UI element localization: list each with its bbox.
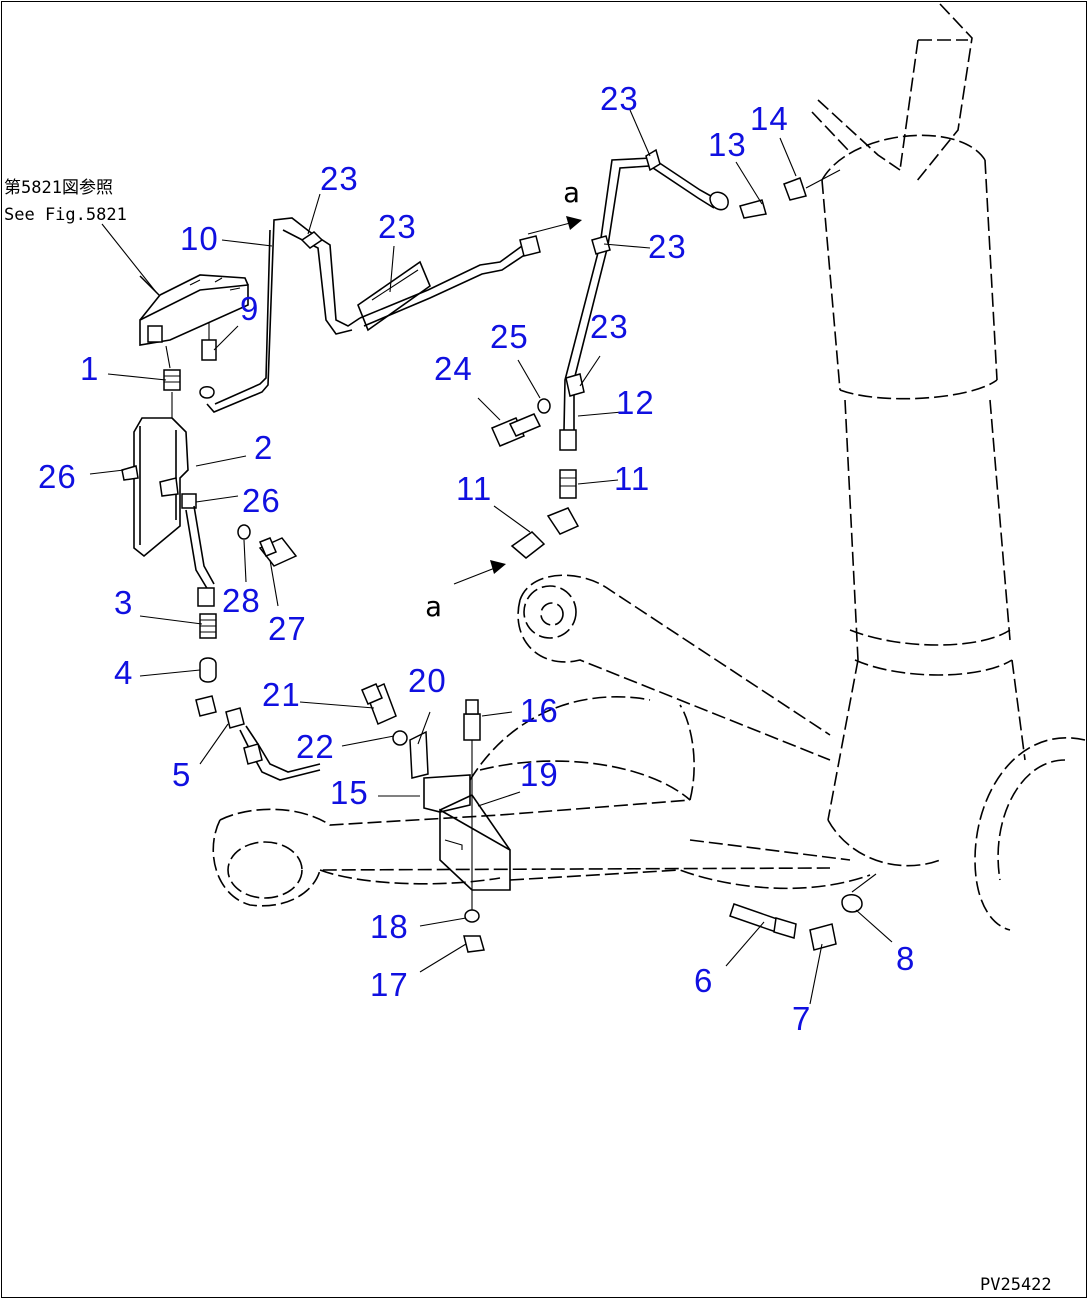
callout-13: 13 <box>708 126 747 163</box>
callout-16: 16 <box>520 692 559 729</box>
callout-1: 1 <box>80 350 99 387</box>
front-tire <box>974 737 1086 931</box>
clamp-fasteners <box>361 682 485 953</box>
callout-22: 22 <box>296 728 335 765</box>
callout-26-left: 26 <box>38 458 77 495</box>
callout-14: 14 <box>750 100 789 137</box>
callout-26-right: 26 <box>242 482 281 519</box>
callout-2: 2 <box>254 429 273 466</box>
callout-7: 7 <box>792 1000 811 1037</box>
view-markers: a a <box>425 176 582 623</box>
callout-11-right: 11 <box>614 460 650 497</box>
callout-4: 4 <box>114 654 133 691</box>
callout-6: 6 <box>694 962 713 999</box>
callout-28: 28 <box>222 582 261 619</box>
reference-note: 第5821図参照 See Fig.5821 <box>4 178 161 297</box>
callout-23-d: 23 <box>648 228 687 265</box>
callout-23-a: 23 <box>320 160 359 197</box>
control-valve <box>139 274 249 369</box>
view-marker-top: a <box>563 176 580 209</box>
callout-23-e: 23 <box>590 308 629 345</box>
lower-right-hose <box>729 873 877 951</box>
callout-10: 10 <box>180 220 219 257</box>
callout-20: 20 <box>408 662 447 699</box>
callout-21: 21 <box>262 676 301 713</box>
callout-19: 19 <box>520 756 559 793</box>
callout-3: 3 <box>114 584 133 621</box>
callout-12: 12 <box>616 384 655 421</box>
lift-arm <box>212 696 871 907</box>
figure-code: PV25422 <box>980 1275 1052 1295</box>
callout-18: 18 <box>370 908 409 945</box>
callout-23-c: 23 <box>600 80 639 117</box>
reference-note-jp: 第5821図参照 <box>4 178 113 198</box>
callout-25: 25 <box>490 318 529 355</box>
leader-lines <box>89 109 893 1005</box>
callout-numbers: 1 2 3 4 5 6 7 8 9 10 11 11 12 13 14 15 1… <box>38 80 915 1037</box>
callout-11-left: 11 <box>456 470 492 507</box>
bell-crank <box>517 574 831 761</box>
reference-note-en: See Fig.5821 <box>4 205 127 225</box>
callout-23-b: 23 <box>378 208 417 245</box>
center-hose-assembly <box>300 148 841 559</box>
lift-cylinder <box>811 3 1026 867</box>
view-marker-bottom: a <box>425 590 442 623</box>
callout-17: 17 <box>370 966 409 1003</box>
callout-24: 24 <box>434 350 473 387</box>
callout-27: 27 <box>268 610 307 647</box>
callout-8: 8 <box>896 940 915 977</box>
callout-15: 15 <box>330 774 369 811</box>
clamp-bracket <box>423 720 511 915</box>
callout-5: 5 <box>172 756 191 793</box>
callout-9: 9 <box>240 290 259 327</box>
